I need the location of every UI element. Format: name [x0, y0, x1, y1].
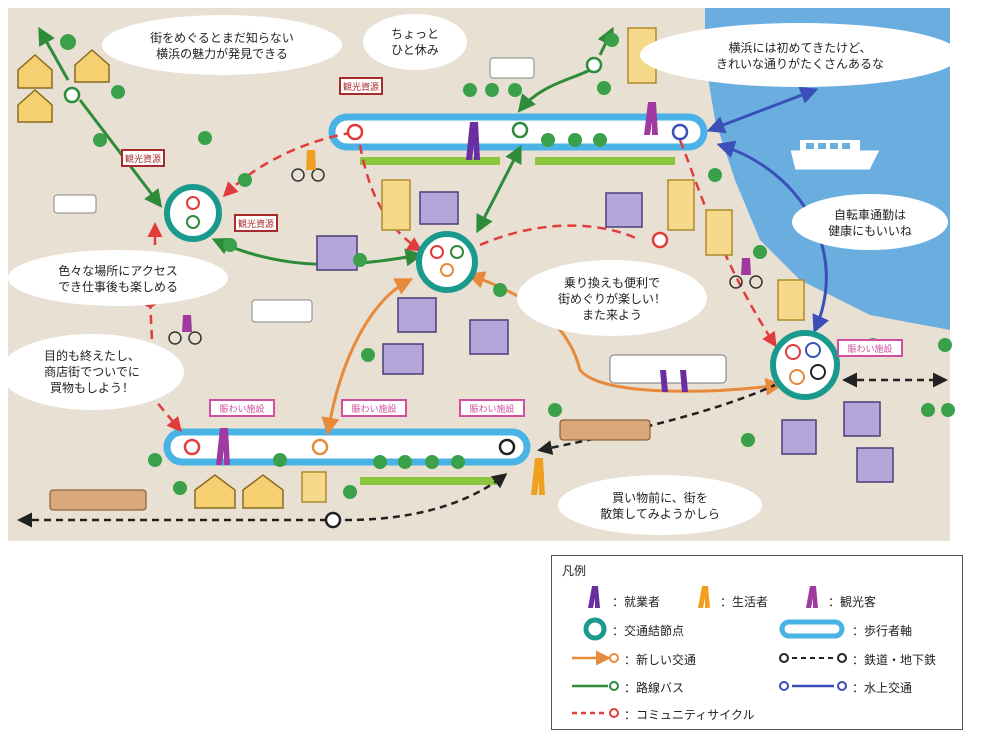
bubble-line: 横浜の魅力が発見できる — [156, 46, 288, 61]
buildings — [316, 191, 894, 483]
tourism-sign-label: 観光資源 — [343, 81, 379, 93]
legend: 凡例 ：就業者 ：生活者 ：観光客 ：交通結節点 ：歩行者軸 ：新しい交通 ：鉄… — [551, 555, 963, 730]
legend-axis-label: ：歩行者軸 — [852, 624, 913, 638]
bubble-line: 自転車通勤は — [834, 208, 906, 222]
bubble-line: 街めぐりが楽しい！ — [558, 291, 666, 306]
houses — [17, 48, 284, 509]
tourism-sign-label: 観光資源 — [238, 218, 274, 230]
green-strip — [535, 157, 675, 165]
speech-bubble: 色々な場所にアクセス でき仕事後も楽しめる — [8, 250, 228, 306]
busy-facility-sign: 賑わい施設 — [837, 339, 903, 357]
cyclist — [168, 168, 763, 345]
tourism-sign-label: 観光資源 — [125, 153, 161, 165]
legend-hub-label: ：交通結節点 — [612, 624, 685, 638]
bubble-line: 色々な場所にアクセス — [58, 264, 177, 278]
bubble-line: 目的も終えたし、 — [44, 348, 140, 363]
resident-figure — [306, 150, 545, 495]
station-nodes — [63, 56, 689, 529]
legend-cycle-label: ：コミュニティサイクル — [624, 708, 755, 722]
bubble-line: 商店街でついでに — [44, 364, 140, 379]
legend-symbols — [572, 586, 847, 718]
tourism-sign: 観光資源 — [121, 149, 165, 167]
tram — [49, 354, 727, 511]
speech-bubble: 横浜には初めてきたけど、 きれいな通りがたくさんあるな — [640, 23, 960, 87]
bubble-line: ひと休み — [391, 43, 439, 57]
speech-bubble: 自転車通勤は 健康にもいいね — [792, 194, 948, 250]
green-strip — [360, 477, 500, 485]
bubble-line: 健康にもいいね — [828, 223, 912, 238]
legend-new-transit-label: ：新しい交通 — [624, 653, 697, 667]
busy-sign-label: 賑わい施設 — [351, 403, 396, 415]
transport-hub — [770, 330, 840, 400]
busy-facility-sign: 賑わい施設 — [459, 399, 525, 417]
busy-sign-label: 賑わい施設 — [219, 403, 264, 415]
bubble-line: 乗り換えも便利で — [564, 276, 660, 290]
bubble-line: 街をめぐるとまだ知らない — [150, 31, 294, 45]
worker-symbol — [588, 586, 600, 608]
speech-bubble: 買い物前に、街を 散策してみようかしら — [558, 475, 762, 535]
tourism-sign: 観光資源 — [339, 77, 383, 95]
bubble-line: 横浜には初めてきたけど、 — [728, 41, 871, 55]
bubble-line: 買物もしよう！ — [50, 381, 134, 395]
hub-symbol — [583, 617, 607, 641]
bubble-line: 散策してみようかしら — [600, 506, 720, 521]
worker-figure — [466, 122, 688, 392]
transport-hub — [416, 231, 478, 293]
legend-rail-label: ：鉄道・地下鉄 — [852, 653, 937, 667]
busy-sign-label: 賑わい施設 — [469, 403, 514, 415]
resident-symbol — [698, 586, 710, 608]
legend-resident-label: ：生活者 — [720, 595, 769, 609]
legend-tourist-label: ：観光客 — [828, 595, 877, 609]
green-strip — [360, 157, 500, 165]
legend-title: 凡例 — [562, 564, 587, 578]
bus — [53, 57, 535, 323]
tourism-sign: 観光資源 — [234, 214, 278, 232]
legend-water-label: ：水上交通 — [852, 681, 913, 695]
bubble-line: また来よう — [582, 308, 642, 322]
legend-bus-label: ：路線バス — [624, 681, 685, 695]
tourist-figure — [182, 102, 751, 465]
busy-sign-label: 賑わい施設 — [847, 343, 892, 355]
bubble-line: 買い物前に、街を — [612, 490, 708, 505]
speech-bubble: 目的も終えたし、 商店街でついでに 買物もしよう！ — [0, 334, 184, 410]
bubble-line: きれいな通りがたくさんあるな — [716, 56, 884, 71]
speech-bubble: 街をめぐるとまだ知らない 横浜の魅力が発見できる — [102, 15, 342, 75]
speech-bubble: ちょっと ひと休み — [363, 14, 467, 70]
bubble-line: でき仕事後も楽しめる — [58, 280, 178, 294]
axis-symbol — [779, 619, 845, 639]
legend-worker-label: ：就業者 — [612, 595, 661, 609]
bubble-line: ちょっと — [391, 27, 439, 41]
busy-facility-sign: 賑わい施設 — [341, 399, 407, 417]
transport-hub — [164, 184, 222, 242]
rail-lines — [17, 372, 948, 528]
speech-bubble: 乗り換えも便利で 街めぐりが楽しい！ また来よう — [517, 260, 707, 336]
tourist-symbol — [806, 586, 818, 608]
busy-facility-sign: 賑わい施設 — [209, 399, 275, 417]
